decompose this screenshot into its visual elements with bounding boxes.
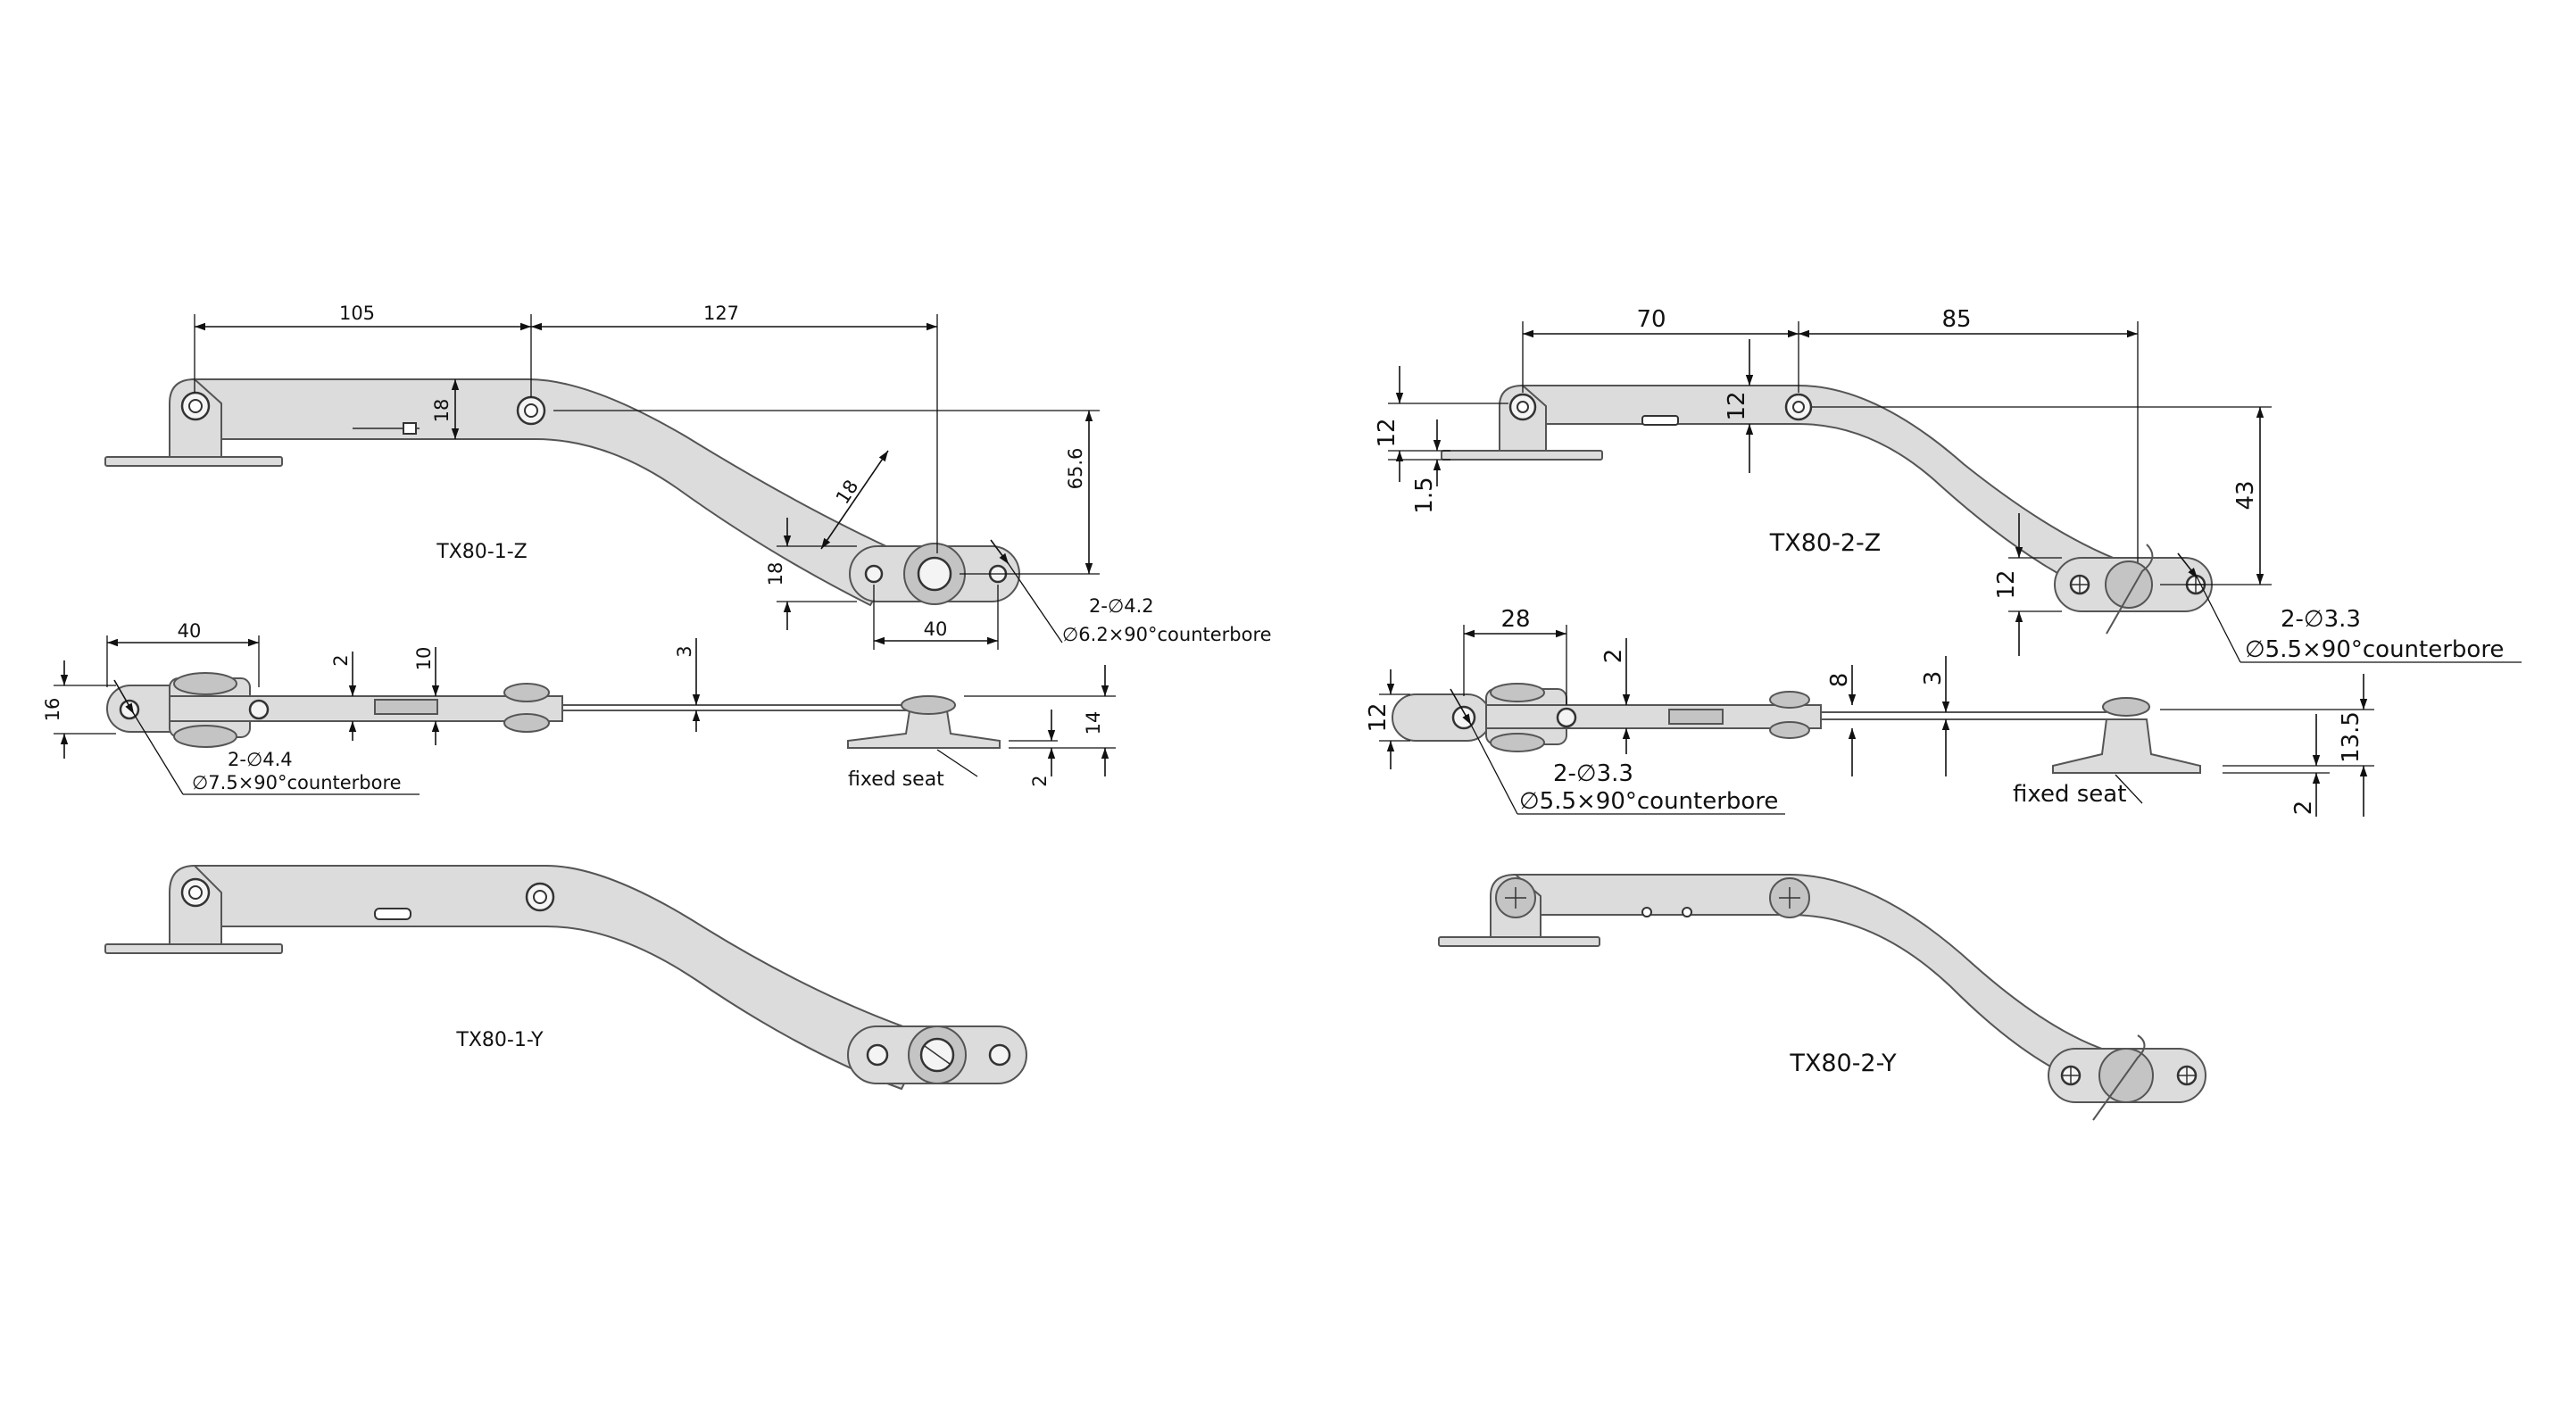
rivet-head-3: [503, 683, 550, 702]
model-label: TX80-2-Z: [1769, 529, 1882, 557]
dim-2-a: 2: [330, 654, 352, 666]
seat-hole-1: [864, 564, 884, 584]
pivot-hole-1-inner: [188, 885, 203, 900]
dim-2-b: 2: [1029, 775, 1051, 786]
support-arm: [1520, 385, 2126, 595]
dim-12-left: 12: [1374, 418, 1400, 447]
pivot-hole-1-inner: [1517, 401, 1529, 413]
dim-2-a: 2: [1600, 649, 1627, 664]
seat-hole-2: [988, 1043, 1011, 1067]
seat-hub-hole: [917, 556, 952, 592]
tx80-2-y-drawing: TX80-2-Y: [1438, 873, 2206, 1121]
dim-18-seat: 18: [765, 562, 786, 586]
dim-12-seat: 12: [1993, 569, 2020, 599]
dim-85: 85: [1941, 306, 1971, 333]
dim-12-width: 12: [1724, 391, 1750, 420]
dim-3: 3: [1920, 671, 1947, 686]
model-label: TX80-2-Y: [1789, 1050, 1897, 1077]
counterbore-note: ∅5.5×90°counterbore: [2245, 636, 2504, 663]
rivet-head-2: [173, 725, 237, 748]
counterbore-note: ∅7.5×90°counterbore: [192, 772, 402, 793]
rivet-head-2: [1490, 733, 1545, 752]
dim-2-b: 2: [2290, 801, 2317, 816]
seat-hub: [2098, 1048, 2154, 1103]
dim-14: 14: [1083, 711, 1104, 735]
base-plate: [104, 456, 283, 467]
side-hole-2: [1556, 707, 1577, 728]
dim-40-seat: 40: [924, 619, 948, 640]
holes-count: 2-∅4.4: [228, 749, 293, 770]
rivet-head-1: [173, 672, 237, 695]
dim-13-5: 13.5: [2338, 711, 2364, 763]
dim-16: 16: [42, 698, 63, 722]
dim-65-6: 65.6: [1065, 448, 1086, 490]
arm-pin: [403, 422, 417, 435]
pivot-hole-2-inner: [524, 403, 538, 418]
base-plate: [104, 943, 283, 954]
arm-rivet-2: [1682, 907, 1692, 917]
cotter-pin: [2092, 1034, 2146, 1121]
seat-hole-1: [866, 1043, 889, 1067]
arm-pin: [1641, 415, 1679, 426]
seat-rivet: [901, 695, 956, 715]
tx80-2-z-drawing: 70 85 12 1.5 12 43 12 2-∅3.3 ∅5.5×90°cou…: [1374, 306, 2522, 663]
base-plate: [1438, 936, 1600, 947]
side-fixed-seat: [2052, 718, 2201, 774]
tx80-1-side-view: 40 16 2 10 3 14 2 2-∅4.4 ∅7.5×90°counter…: [42, 620, 1116, 795]
dim-43: 43: [2232, 480, 2259, 510]
dim-1-5: 1.5: [1411, 477, 1438, 513]
dim-127: 127: [703, 303, 739, 324]
holes-count: 2-∅3.3: [2281, 606, 2361, 633]
side-fixed-seat: [847, 704, 1001, 749]
rivet-head-4: [503, 713, 550, 733]
side-hole-2: [248, 699, 270, 720]
counterbore-note: ∅5.5×90°counterbore: [1519, 788, 1778, 815]
dim-105: 105: [339, 303, 375, 324]
dim-8: 8: [1826, 673, 1853, 688]
side-arm: [169, 695, 563, 722]
slider-block: [374, 699, 438, 715]
fixed-seat-label: fixed seat: [848, 768, 944, 791]
dim-70: 70: [1636, 306, 1666, 333]
dim-3: 3: [674, 645, 695, 657]
seat-rivet: [2102, 697, 2150, 717]
dim-10: 10: [413, 647, 435, 671]
holes-count: 2-∅4.2: [1089, 595, 1154, 617]
side-hole-1: [119, 699, 140, 720]
holes-count: 2-∅3.3: [1553, 760, 1633, 787]
dim-28: 28: [1500, 606, 1530, 633]
fixed-seat-label: fixed seat: [2013, 781, 2126, 808]
base-plate: [1441, 450, 1603, 461]
counterbore-note: ∅6.2×90°counterbore: [1062, 624, 1272, 645]
tx80-1-y-drawing: TX80-1-Y: [104, 864, 1027, 1091]
pivot-hole-1-inner: [188, 399, 203, 413]
dim-18-width: 18: [431, 399, 453, 423]
rivet-head-3: [1769, 691, 1810, 709]
tx80-1-z-drawing: 105 127 18 65.6 18 18 40 2-∅4.2 ∅6.2×90°…: [104, 303, 1272, 650]
rivet-head-4: [1769, 721, 1810, 739]
slider-block: [1668, 709, 1724, 725]
arm-pin: [374, 908, 411, 920]
pivot-hole-2-inner: [1792, 401, 1805, 413]
pivot-hole-2-inner: [533, 890, 547, 904]
arm-rivet-1: [1641, 907, 1652, 917]
model-label: TX80-1-Z: [436, 541, 527, 563]
side-arm: [1485, 704, 1822, 729]
tx80-2-side-view: 28 12 2 8 3 13.5 2 2-∅3.3 ∅5.5×90°counte…: [1365, 606, 2374, 817]
support-arm: [192, 378, 903, 607]
dim-18-angled: 18: [832, 476, 863, 507]
model-label: TX80-1-Y: [455, 1029, 544, 1051]
cotter-pin: [2106, 544, 2154, 635]
dim-40: 40: [178, 620, 202, 642]
dim-12: 12: [1365, 702, 1392, 732]
rivet-head-1: [1490, 683, 1545, 702]
support-arm: [192, 865, 930, 1091]
